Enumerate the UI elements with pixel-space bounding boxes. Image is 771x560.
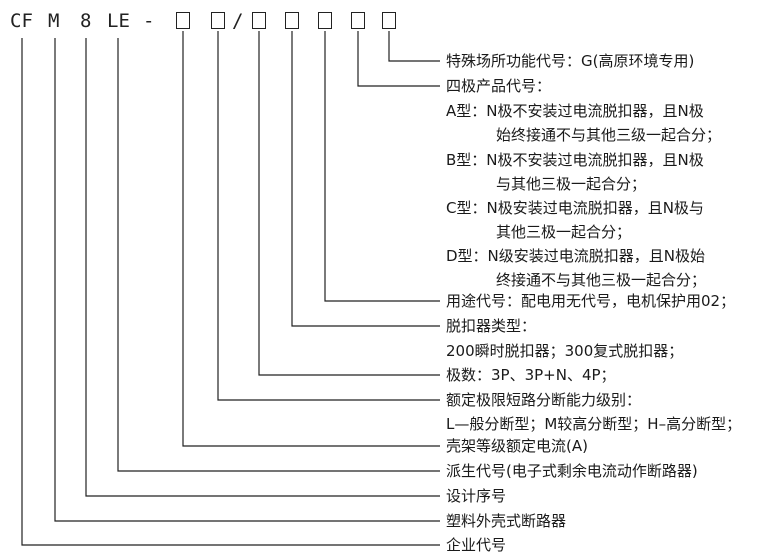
label-c-type: C型：N极安装过电流脱扣器，且N极与 (446, 199, 704, 217)
connector-frame (182, 31, 440, 447)
connector-company (21, 38, 440, 546)
label-poles: 极数：3P、3P+N、4P； (446, 366, 616, 384)
connector-special (388, 31, 440, 62)
label-breaking: 额定极限短路分断能力级别： (446, 391, 642, 409)
code-m: M (48, 10, 60, 32)
placeholder-box-usage (318, 12, 332, 29)
label-special: 特殊场所功能代号：G(高原环境专用) (446, 52, 695, 70)
label-design: 设计序号 (446, 487, 507, 505)
label-d-type: D型：N级安装过电流脱扣器，且N极始 (446, 247, 705, 265)
label-release-detail: 200瞬时脱扣器；300复式脱扣器； (446, 342, 684, 360)
placeholder-box-four-pole (351, 12, 365, 29)
label-release: 脱扣器类型： (446, 317, 537, 335)
label-a-type-cont: 始终接通不与其他三级一起合分； (496, 126, 722, 144)
connector-plastic (54, 38, 440, 522)
label-plastic: 塑料外壳式断路器 (446, 512, 567, 530)
placeholder-box-breaking (211, 12, 225, 29)
placeholder-box-special (382, 12, 396, 29)
code-le: LE (107, 10, 130, 32)
label-usage: 用途代号：配电用无代号，电机保护用02； (446, 292, 736, 310)
label-derive: 派生代号(电子式剩余电流动作断路器) (446, 462, 698, 480)
connector-release (291, 31, 440, 327)
code-slash: / (232, 10, 244, 32)
connector-usage (324, 31, 440, 302)
label-b-type-cont: 与其他三极一起合分； (496, 175, 647, 193)
label-c-type-cont: 其他三极一起合分； (496, 223, 632, 241)
code-dash: - (143, 10, 155, 32)
placeholder-box-release (285, 12, 299, 29)
connector-breaking (217, 31, 440, 401)
label-frame: 壳架等级额定电流(A) (446, 437, 588, 455)
label-company: 企业代号 (446, 536, 507, 554)
label-b-type: B型：N极不安装过电流脱扣器，且N极 (446, 151, 704, 169)
connector-poles (258, 31, 440, 376)
label-four-pole: 四极产品代号： (446, 77, 552, 95)
connector-design (85, 38, 440, 497)
placeholder-box-frame-current (176, 12, 190, 29)
label-a-type: A型：N极不安装过电流脱扣器，且N极 (446, 102, 704, 120)
connector-derive (117, 38, 440, 472)
code-8: 8 (80, 10, 92, 32)
code-cf: CF (10, 10, 33, 32)
connector-four-pole (357, 31, 440, 87)
label-breaking-detail: L—般分断型；M较高分断型；H–高分断型； (446, 415, 742, 433)
label-d-type-cont: 终接通不与其他三极一起合分； (496, 271, 707, 289)
placeholder-box-poles (252, 12, 266, 29)
